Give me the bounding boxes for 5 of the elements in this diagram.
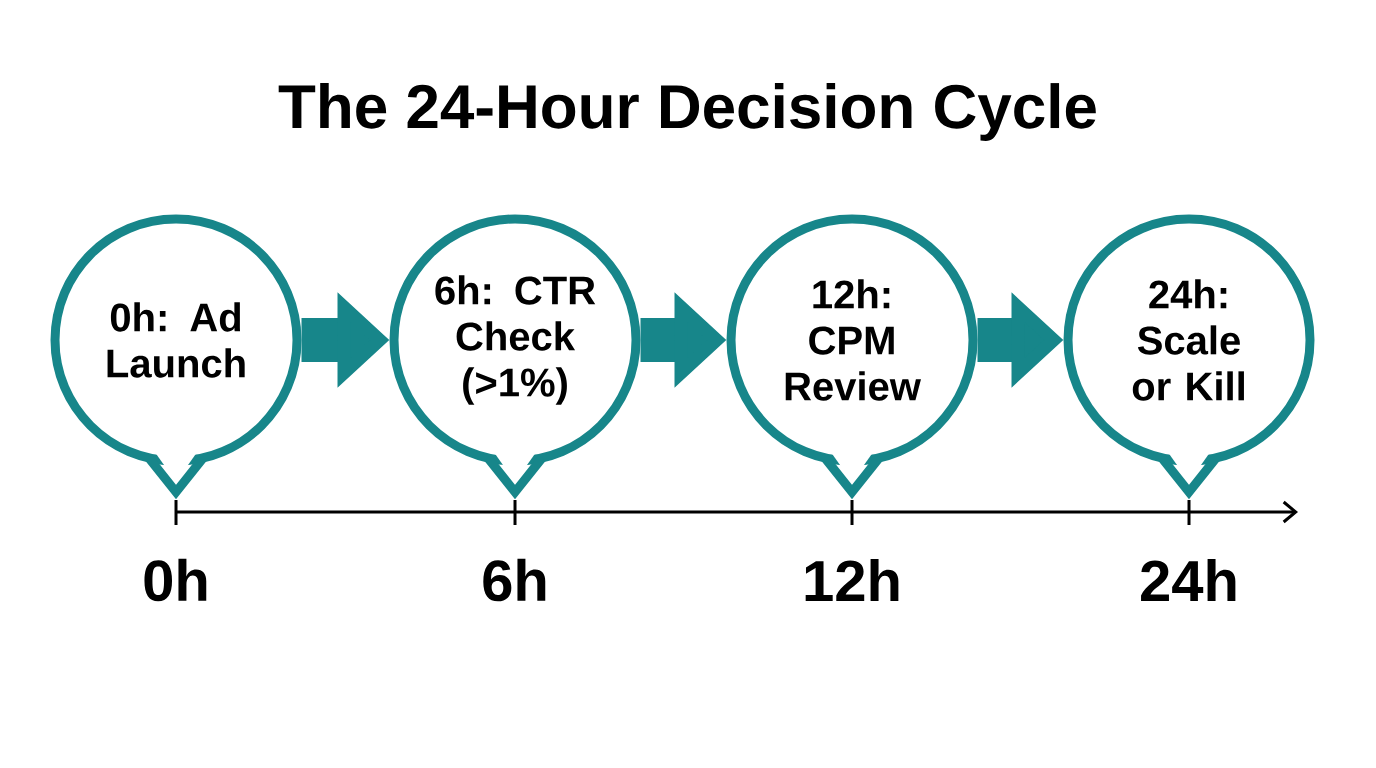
tick-label: 0h [144, 558, 207, 602]
tick-label: 12h [805, 559, 899, 601]
title: The 24-Hour Decision Cycle [278, 83, 1096, 141]
tick-label: 24h [1141, 559, 1236, 601]
tick-label: 6h [483, 558, 546, 602]
